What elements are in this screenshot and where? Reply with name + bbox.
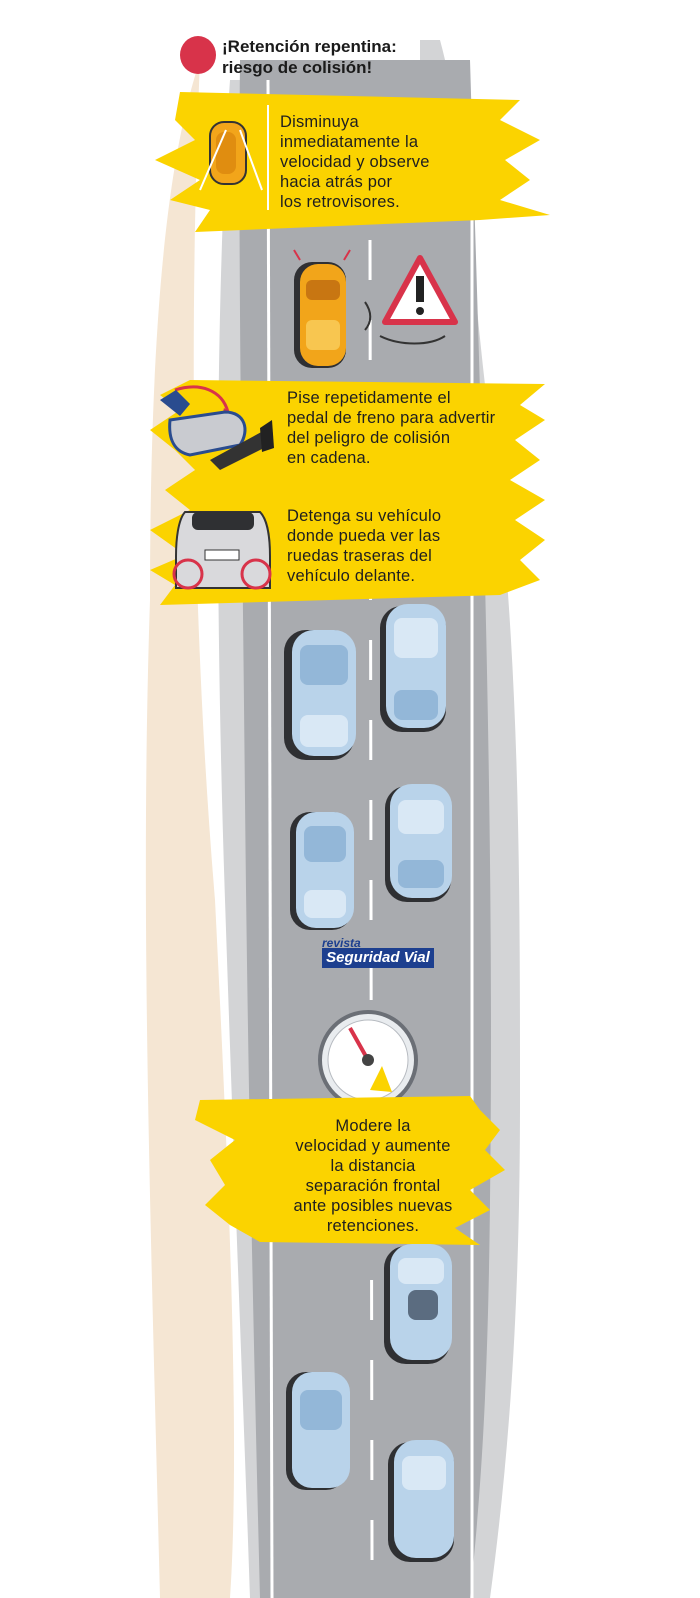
- step-4-text: Modere la velocidad y aumente la distanc…: [293, 1117, 453, 1235]
- step-1-text: Disminuya inmediatamente la velocidad y …: [280, 113, 430, 211]
- blue-car: [385, 784, 452, 902]
- mirror-icon: [199, 121, 263, 191]
- title-dot-icon: [180, 36, 216, 74]
- brake-pedal-icon: [160, 385, 274, 470]
- blue-car: [380, 604, 446, 732]
- blue-car: [388, 1440, 454, 1562]
- rear-car-icon: [172, 511, 272, 590]
- road: [239, 60, 491, 1598]
- speedometer-icon: [318, 1010, 418, 1110]
- step-2-text: Pise repetidamente el pedal de freno par…: [287, 389, 496, 467]
- blue-car: [384, 1244, 452, 1364]
- seguridad-vial-logo: revista Seguridad Vial: [322, 936, 434, 970]
- yellow-splash-1: [155, 92, 550, 232]
- blue-car: [284, 630, 356, 760]
- orange-car: [293, 249, 351, 368]
- lane-line: [266, 79, 274, 1598]
- step-3-text: Detenga su vehículo donde pueda ver las …: [287, 507, 442, 585]
- lane-dash: [368, 239, 374, 1561]
- warning-triangle-icon: [364, 255, 458, 345]
- yellow-splash-3: [195, 1096, 505, 1245]
- page-title: ¡Retención repentina: riesgo de colisión…: [222, 37, 397, 77]
- blue-car: [290, 812, 354, 930]
- blue-car: [286, 1372, 350, 1490]
- beige-shade: [145, 60, 235, 1598]
